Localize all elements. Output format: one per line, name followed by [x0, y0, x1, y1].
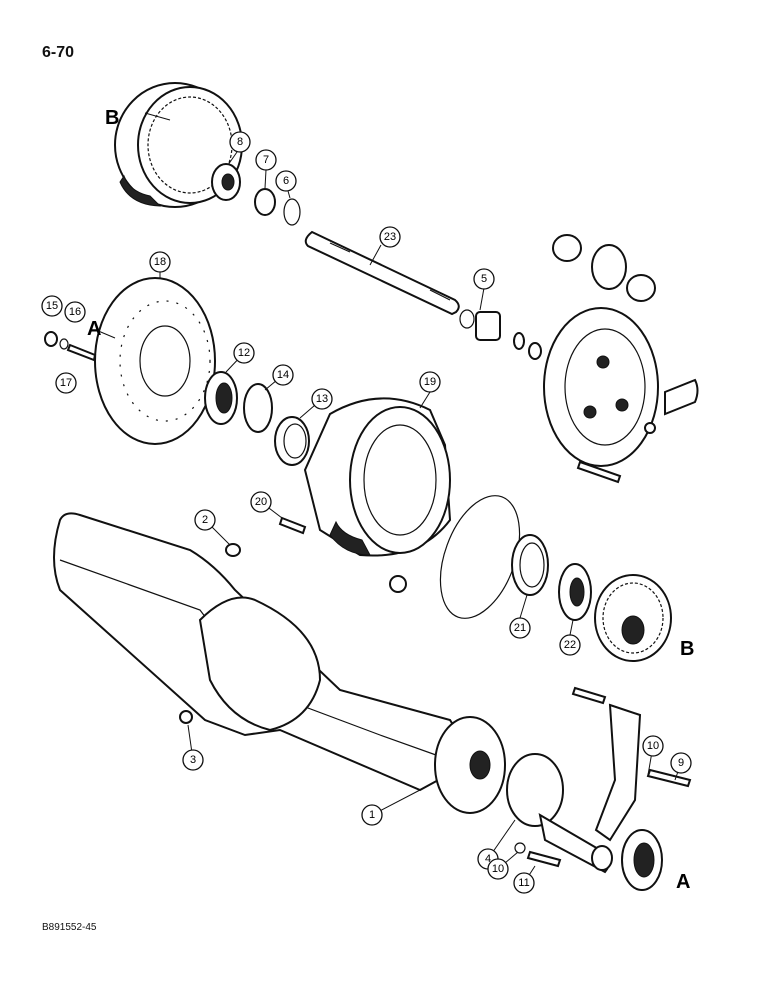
letter-a-left: A — [87, 318, 101, 340]
callout-10-right: 10 — [642, 735, 664, 757]
page-number: 6-70 — [42, 44, 75, 61]
svg-text:10: 10 — [492, 863, 504, 875]
callout-8: 8 — [229, 131, 251, 153]
svg-text:9: 9 — [678, 757, 684, 769]
callout-2: 2 — [194, 509, 216, 531]
planet-gear — [594, 574, 672, 662]
callout-12: 12 — [233, 342, 255, 364]
letter-b-top: B — [105, 107, 119, 129]
callout-14: 14 — [272, 364, 294, 386]
svg-text:12: 12 — [238, 347, 250, 359]
spindle-bolt — [526, 850, 562, 868]
svg-text:17: 17 — [60, 377, 72, 389]
svg-text:19: 19 — [424, 376, 436, 388]
hub-nut — [389, 575, 407, 593]
callout-13: 13 — [311, 388, 333, 410]
axle-housing — [53, 512, 506, 814]
callout-7: 7 — [255, 149, 277, 171]
svg-text:23: 23 — [384, 231, 396, 243]
svg-text:13: 13 — [316, 393, 328, 405]
planet-carrier — [543, 234, 699, 484]
spindle — [506, 753, 613, 874]
letter-b-right: B — [680, 638, 694, 660]
svg-text:4: 4 — [485, 853, 491, 865]
brake-disc — [94, 277, 216, 445]
callout-10-bottom: 10 — [487, 858, 509, 880]
retaining-ring — [283, 198, 301, 226]
svg-text:14: 14 — [277, 369, 289, 381]
callout-18: 18 — [149, 251, 171, 273]
callout-11: 11 — [513, 872, 535, 894]
svg-text:10: 10 — [647, 740, 659, 752]
callout-21: 21 — [509, 617, 531, 639]
svg-text:2: 2 — [202, 514, 208, 526]
hub-bolt — [278, 516, 307, 535]
gear-hub — [211, 163, 241, 201]
svg-text:16: 16 — [69, 306, 81, 318]
callout-17: 17 — [55, 372, 77, 394]
svg-text:5: 5 — [481, 273, 487, 285]
svg-text:15: 15 — [46, 300, 58, 312]
snap-ring — [254, 188, 276, 216]
callout-3: 3 — [182, 749, 204, 771]
svg-text:21: 21 — [514, 622, 526, 634]
callout-22: 22 — [559, 634, 581, 656]
washer — [514, 842, 526, 854]
svg-text:11: 11 — [518, 877, 529, 889]
callout-16: 16 — [64, 301, 86, 323]
svg-text:8: 8 — [237, 136, 243, 148]
axle-shaft — [304, 230, 460, 316]
bearing-5 — [459, 309, 542, 360]
svg-text:1: 1 — [369, 809, 375, 821]
callout-6: 6 — [275, 170, 297, 192]
wheel-hub — [303, 397, 452, 557]
caliper-bracket — [594, 703, 642, 842]
svg-text:22: 22 — [564, 639, 576, 651]
svg-text:3: 3 — [190, 754, 196, 766]
svg-text:6: 6 — [283, 175, 289, 187]
callout-20: 20 — [250, 491, 272, 513]
letter-a-bottom: A — [676, 871, 690, 893]
svg-text:20: 20 — [255, 496, 267, 508]
bracket-bolt-upper — [571, 686, 607, 705]
callout-15: 15 — [41, 295, 63, 317]
figure-reference: B891552-45 — [42, 922, 97, 933]
callout-1: 1 — [361, 804, 383, 826]
callout-19: 19 — [419, 371, 441, 393]
seal-and-bearings — [204, 371, 310, 466]
callout-5: 5 — [473, 268, 495, 290]
outer-bearings — [511, 534, 592, 621]
wheel-seal — [621, 829, 663, 891]
svg-text:7: 7 — [263, 154, 269, 166]
svg-text:18: 18 — [154, 256, 166, 268]
callout-9: 9 — [670, 752, 692, 774]
stud-bolt — [44, 331, 97, 362]
callout-23: 23 — [379, 226, 401, 248]
